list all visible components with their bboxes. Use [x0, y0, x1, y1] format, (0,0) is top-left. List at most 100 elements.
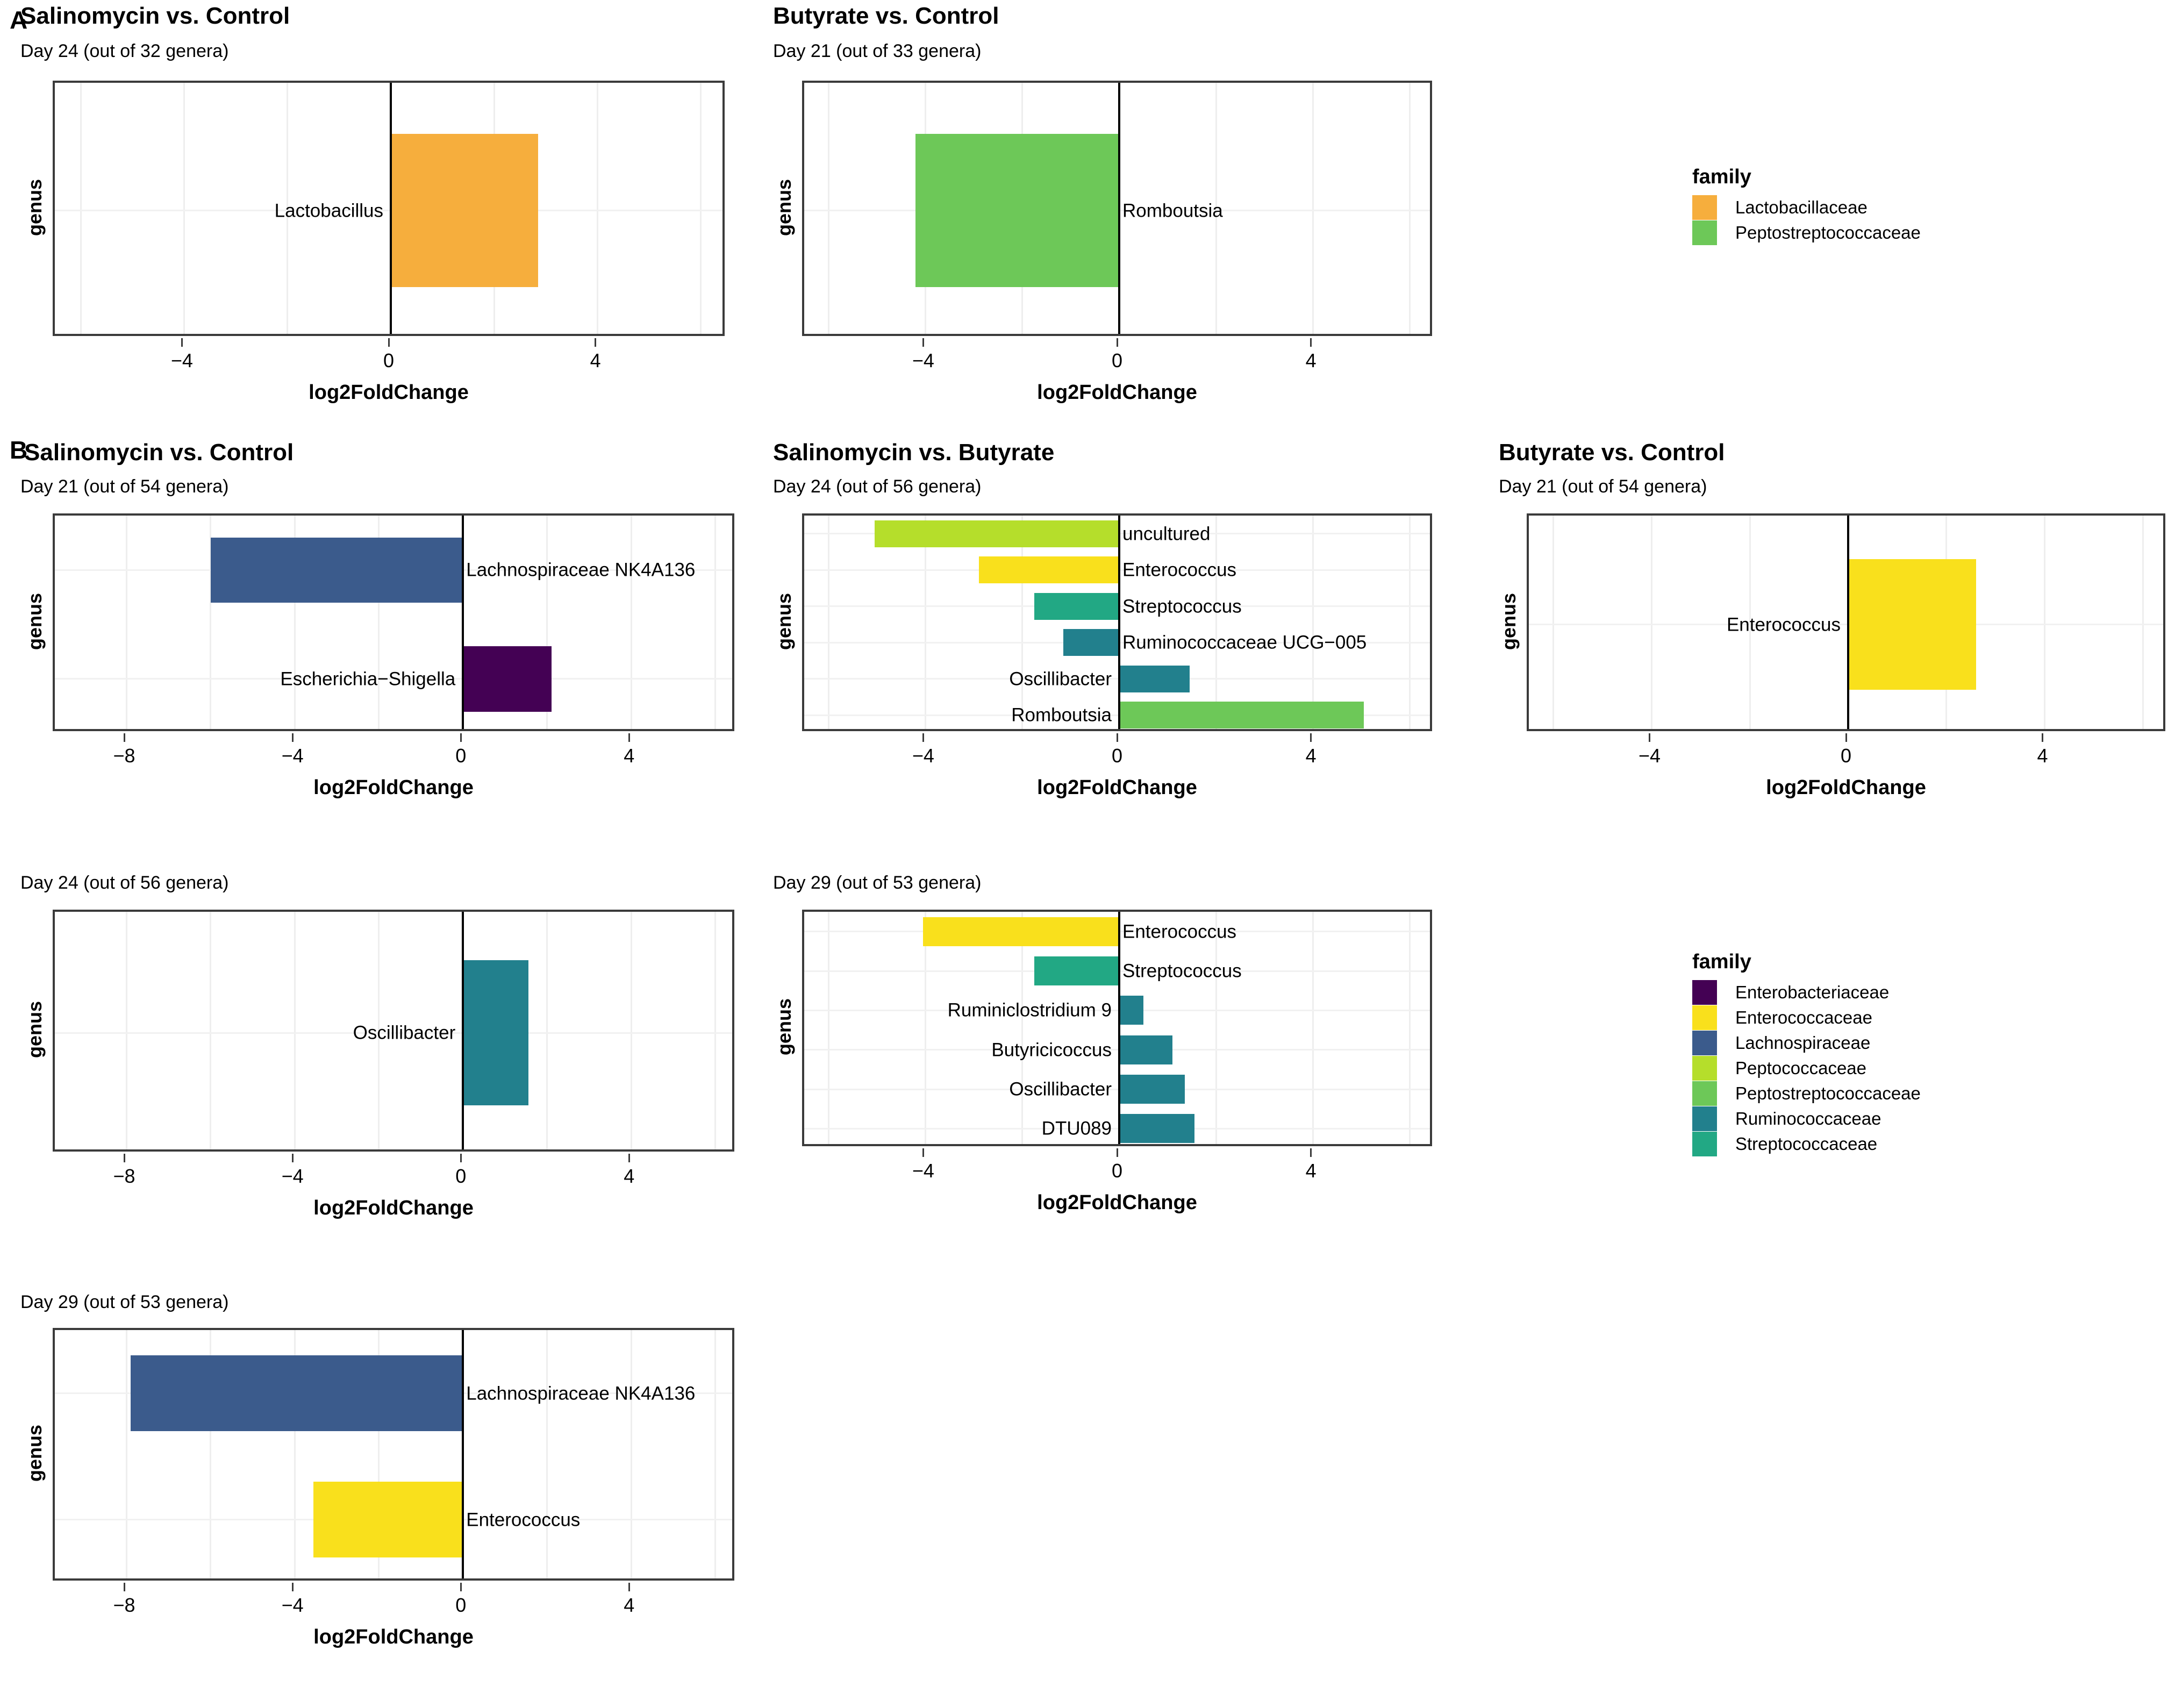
grid-line-vertical — [210, 912, 212, 1149]
bar-category-label: Lactobacillus — [274, 200, 383, 221]
x-axis-tick-label: −4 — [281, 1594, 304, 1616]
bar — [1034, 956, 1119, 986]
bar — [874, 520, 1119, 547]
x-axis-tick — [2042, 733, 2044, 742]
bar — [463, 960, 528, 1105]
grid-line-vertical — [546, 516, 548, 729]
x-axis-tick — [291, 1154, 294, 1162]
x-axis-tick — [595, 338, 597, 347]
x-axis-tick-label: 0 — [455, 1594, 467, 1616]
bar-category-label: Ruminiclostridium 9 — [947, 999, 1112, 1021]
grid-line-vertical — [827, 516, 829, 729]
grid-line-horizontal — [55, 678, 732, 680]
bar — [1119, 1035, 1173, 1064]
legend-swatch-icon — [1692, 980, 1717, 1005]
x-axis-tick — [922, 1148, 924, 1157]
bar-category-label: Lachnospiraceae NK4A136 — [466, 1383, 696, 1404]
legend-item: Peptostreptococcaceae — [1692, 220, 1921, 245]
x-axis-tick-label: 0 — [1111, 745, 1123, 767]
grid-line-vertical — [1312, 516, 1314, 729]
grid-line-vertical — [1021, 912, 1024, 1144]
grid-line-vertical — [1409, 516, 1411, 729]
x-axis-tick-label: 4 — [624, 745, 635, 767]
x-axis-tick-label: 0 — [455, 1165, 467, 1187]
x-axis-tick — [628, 1154, 630, 1162]
x-axis-tick-label: 4 — [590, 349, 601, 371]
bar-category-label: Romboutsia — [1011, 704, 1112, 726]
plot-area: Lactobacillus — [53, 81, 725, 336]
grid-line-vertical — [294, 1330, 296, 1578]
legend-swatch-icon — [1692, 1081, 1717, 1106]
grid-line-vertical — [714, 912, 717, 1149]
legend-swatch-icon — [1692, 1106, 1717, 1131]
x-axis-tick — [123, 1583, 125, 1591]
grid-line-horizontal — [804, 678, 1430, 680]
grid-line-vertical — [630, 912, 632, 1149]
grid-line-vertical — [1312, 912, 1314, 1144]
x-axis-tick-label: −4 — [912, 349, 934, 371]
plot-area: Romboutsia — [802, 81, 1432, 336]
x-axis-tick-label: −8 — [113, 745, 135, 767]
x-axis-tick — [460, 1154, 462, 1162]
y-axis-title: genus — [24, 178, 46, 236]
y-axis-title: genus — [773, 998, 795, 1056]
bar-category-label: Ruminococcaceae UCG−005 — [1122, 632, 1367, 653]
x-axis-tick-label: −8 — [113, 1594, 135, 1616]
grid-line-horizontal — [804, 1049, 1430, 1051]
bar-category-label: uncultured — [1122, 523, 1211, 545]
grid-line-vertical — [714, 516, 717, 729]
plot-area: Enterococcus — [1527, 513, 2165, 731]
x-axis-tick — [628, 733, 630, 742]
x-axis-tick-label: 4 — [1305, 1160, 1317, 1182]
x-axis-tick-label: 0 — [455, 745, 467, 767]
x-axis-tick-label: 0 — [1111, 349, 1123, 371]
chart-title: Salinomycin vs. Control — [20, 3, 290, 29]
x-axis-tick-label: −4 — [1638, 745, 1661, 767]
bar-category-label: Butyricicoccus — [991, 1039, 1112, 1061]
x-axis-tick — [460, 1583, 462, 1591]
legend-item-label: Peptostreptococcaceae — [1735, 223, 1921, 242]
legend-item: Lactobacillaceae — [1692, 195, 1921, 220]
legend-item: Ruminococcaceae — [1692, 1106, 1921, 1131]
grid-line-horizontal — [804, 1088, 1430, 1090]
grid-line-vertical — [630, 1330, 632, 1578]
bar-category-label: Oscillibacter — [353, 1022, 456, 1044]
grid-line-vertical — [125, 912, 127, 1149]
x-axis-tick — [1648, 733, 1650, 742]
bar-category-label: Romboutsia — [1122, 200, 1223, 221]
grid-line-vertical — [183, 83, 185, 334]
grid-line-vertical — [2044, 516, 2046, 729]
grid-line-vertical — [827, 912, 829, 1144]
x-axis-tick — [181, 338, 183, 347]
grid-line-vertical — [287, 83, 289, 334]
x-axis-tick-label: −4 — [170, 349, 193, 371]
x-axis-tick-label: 4 — [624, 1594, 635, 1616]
y-axis-title: genus — [24, 592, 46, 650]
x-axis-title: log2FoldChange — [313, 1626, 474, 1648]
grid-line-vertical — [546, 912, 548, 1149]
legend-item-label: Streptococcaceae — [1735, 1134, 1878, 1154]
x-axis-tick-label: 4 — [1305, 349, 1317, 371]
grid-line-vertical — [924, 912, 926, 1144]
x-axis-tick — [123, 733, 125, 742]
zero-reference-line — [1847, 516, 1849, 729]
x-axis-tick-label: 4 — [1305, 745, 1317, 767]
x-axis-tick — [922, 338, 924, 347]
chart-title: Salinomycin vs. Control — [24, 439, 294, 466]
x-axis-title: log2FoldChange — [313, 1197, 474, 1219]
x-axis-tick-label: −4 — [281, 1165, 304, 1187]
legend-item-label: Ruminococcaceae — [1735, 1109, 1881, 1128]
chart-subtitle: Day 29 (out of 53 genera) — [773, 873, 982, 893]
legend-item: Lachnospiraceae — [1692, 1030, 1921, 1055]
x-axis-tick-label: −4 — [281, 745, 304, 767]
grid-line-vertical — [597, 83, 599, 334]
zero-reference-line — [462, 1330, 464, 1578]
x-axis-tick-label: 4 — [2037, 745, 2048, 767]
x-axis-tick-label: 4 — [624, 1165, 635, 1187]
y-axis-title: genus — [773, 178, 795, 236]
grid-line-vertical — [1749, 516, 1751, 729]
